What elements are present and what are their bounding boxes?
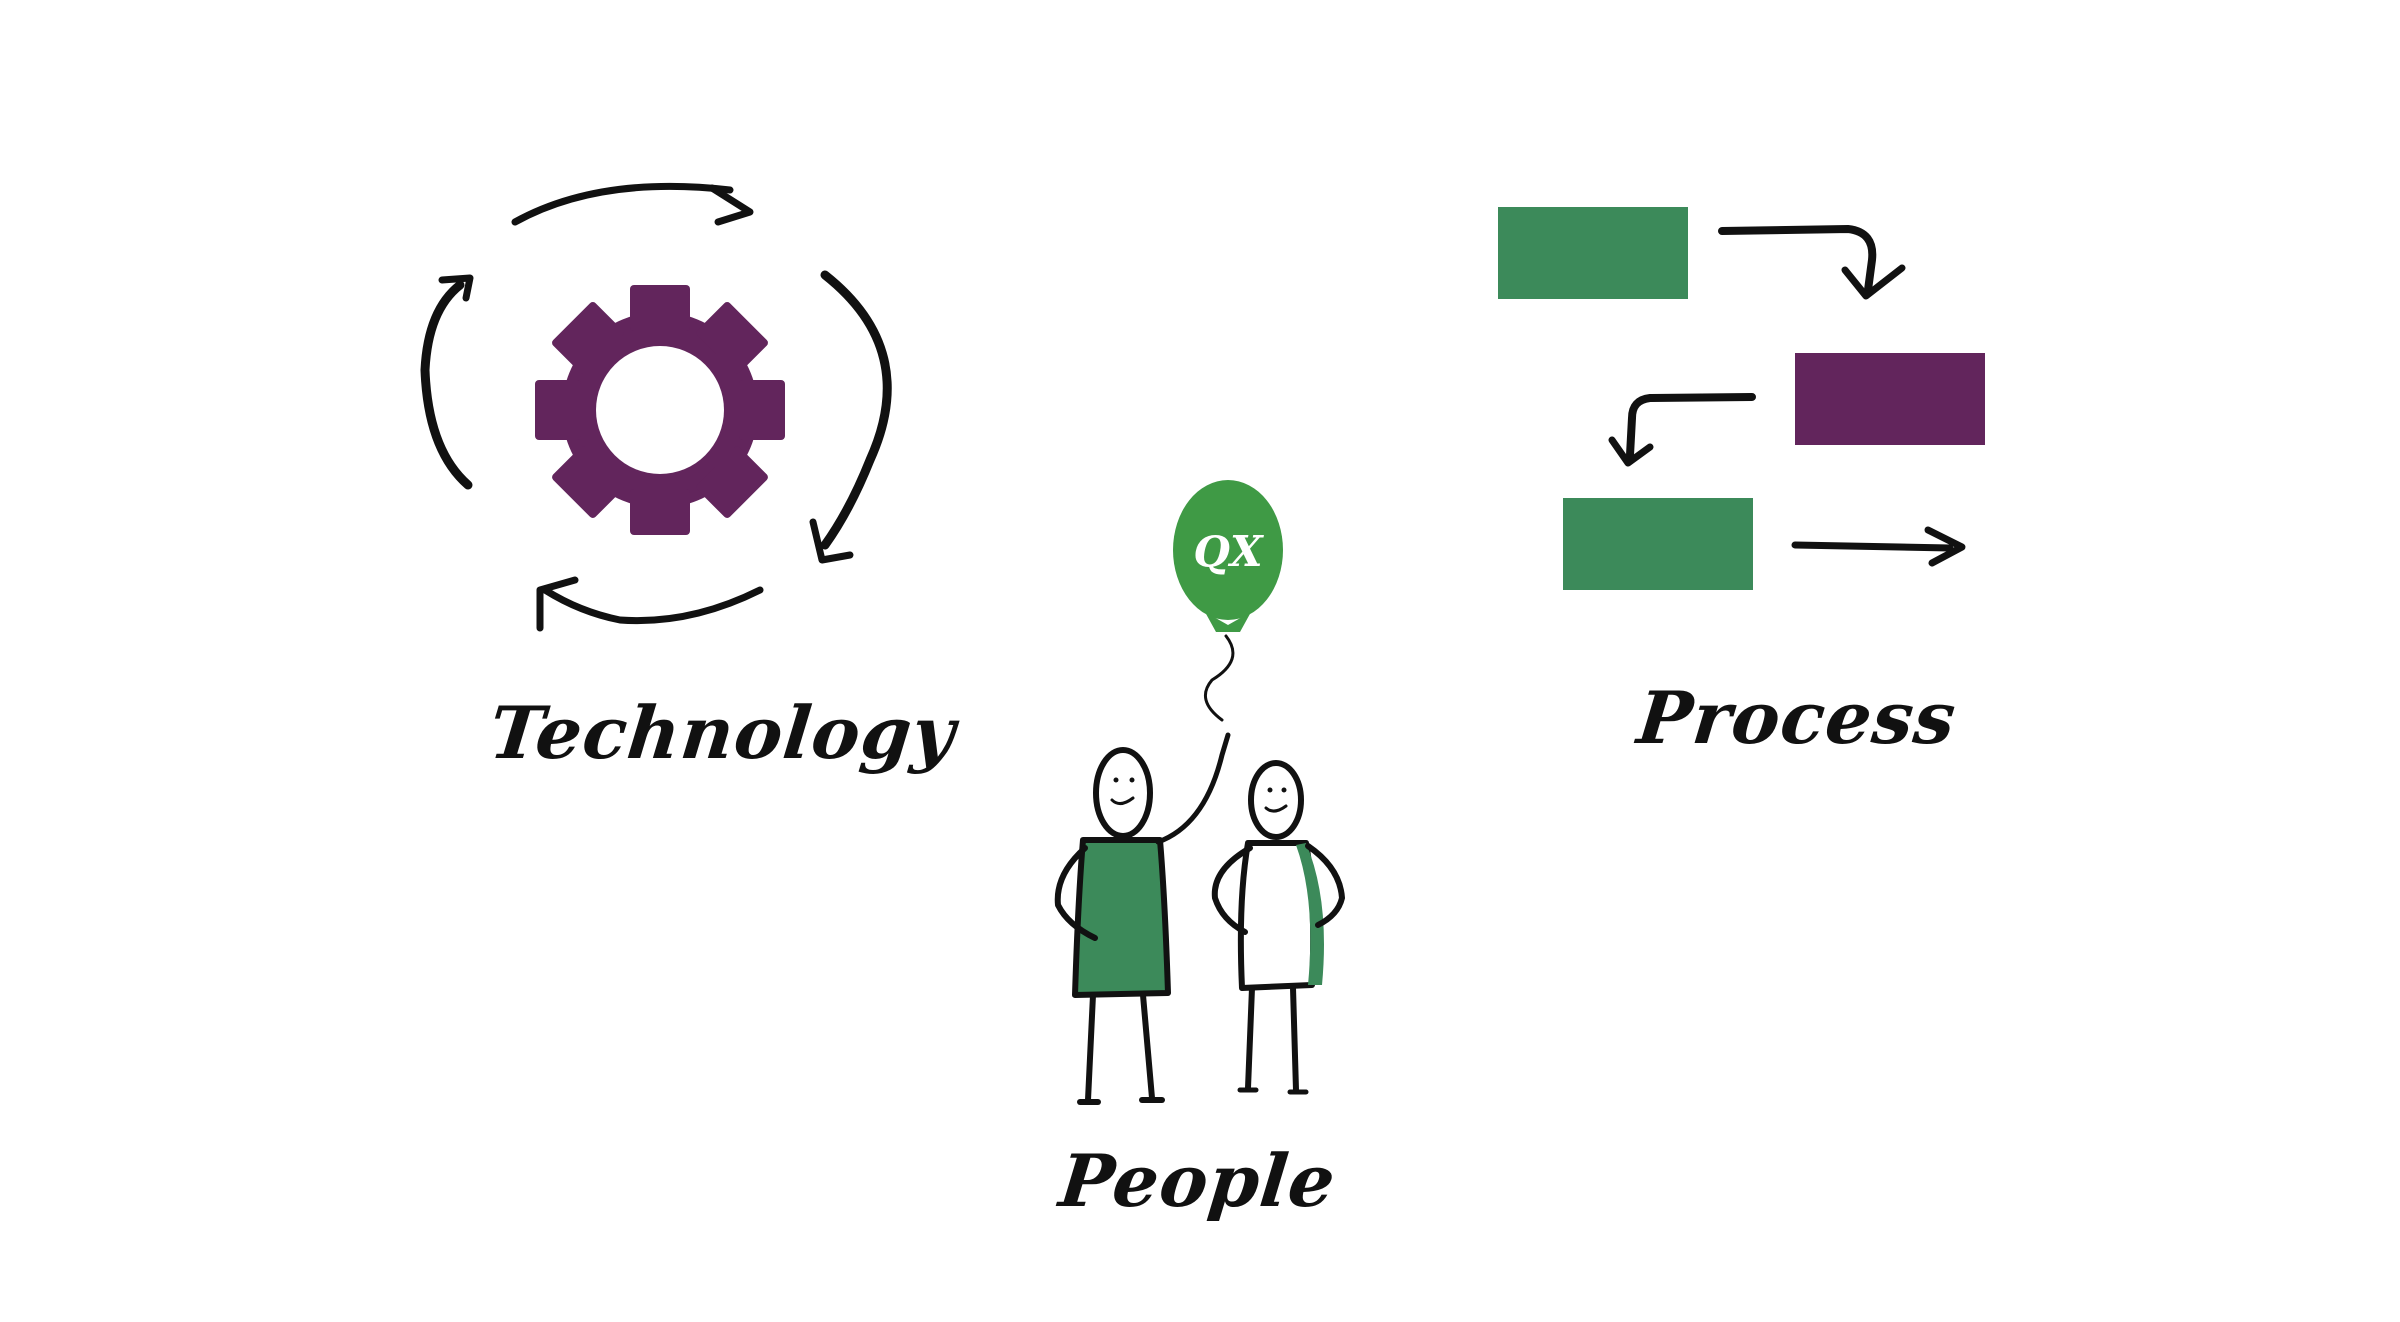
- process-block-1: [1498, 207, 1688, 299]
- person-right: [1211, 760, 1345, 1095]
- person-left: [1054, 732, 1231, 1105]
- process-block-2: [1795, 353, 1985, 445]
- people-label: People: [1055, 1138, 1341, 1223]
- process-block-3: [1563, 498, 1753, 590]
- technology-label: Technology: [485, 690, 960, 775]
- gear-icon: [535, 285, 785, 535]
- process-label: Process: [1633, 675, 1961, 760]
- person-right-head: [1248, 760, 1304, 840]
- balloon-label: QX: [1193, 527, 1264, 576]
- flow-arrow-icon: [1608, 225, 1966, 567]
- process-flow: [1498, 207, 1985, 590]
- person-left-body: [1072, 837, 1171, 998]
- balloon-icon: QX: [1173, 480, 1283, 722]
- cycle-arrows-icon: [420, 182, 892, 632]
- person-left-head: [1093, 747, 1153, 839]
